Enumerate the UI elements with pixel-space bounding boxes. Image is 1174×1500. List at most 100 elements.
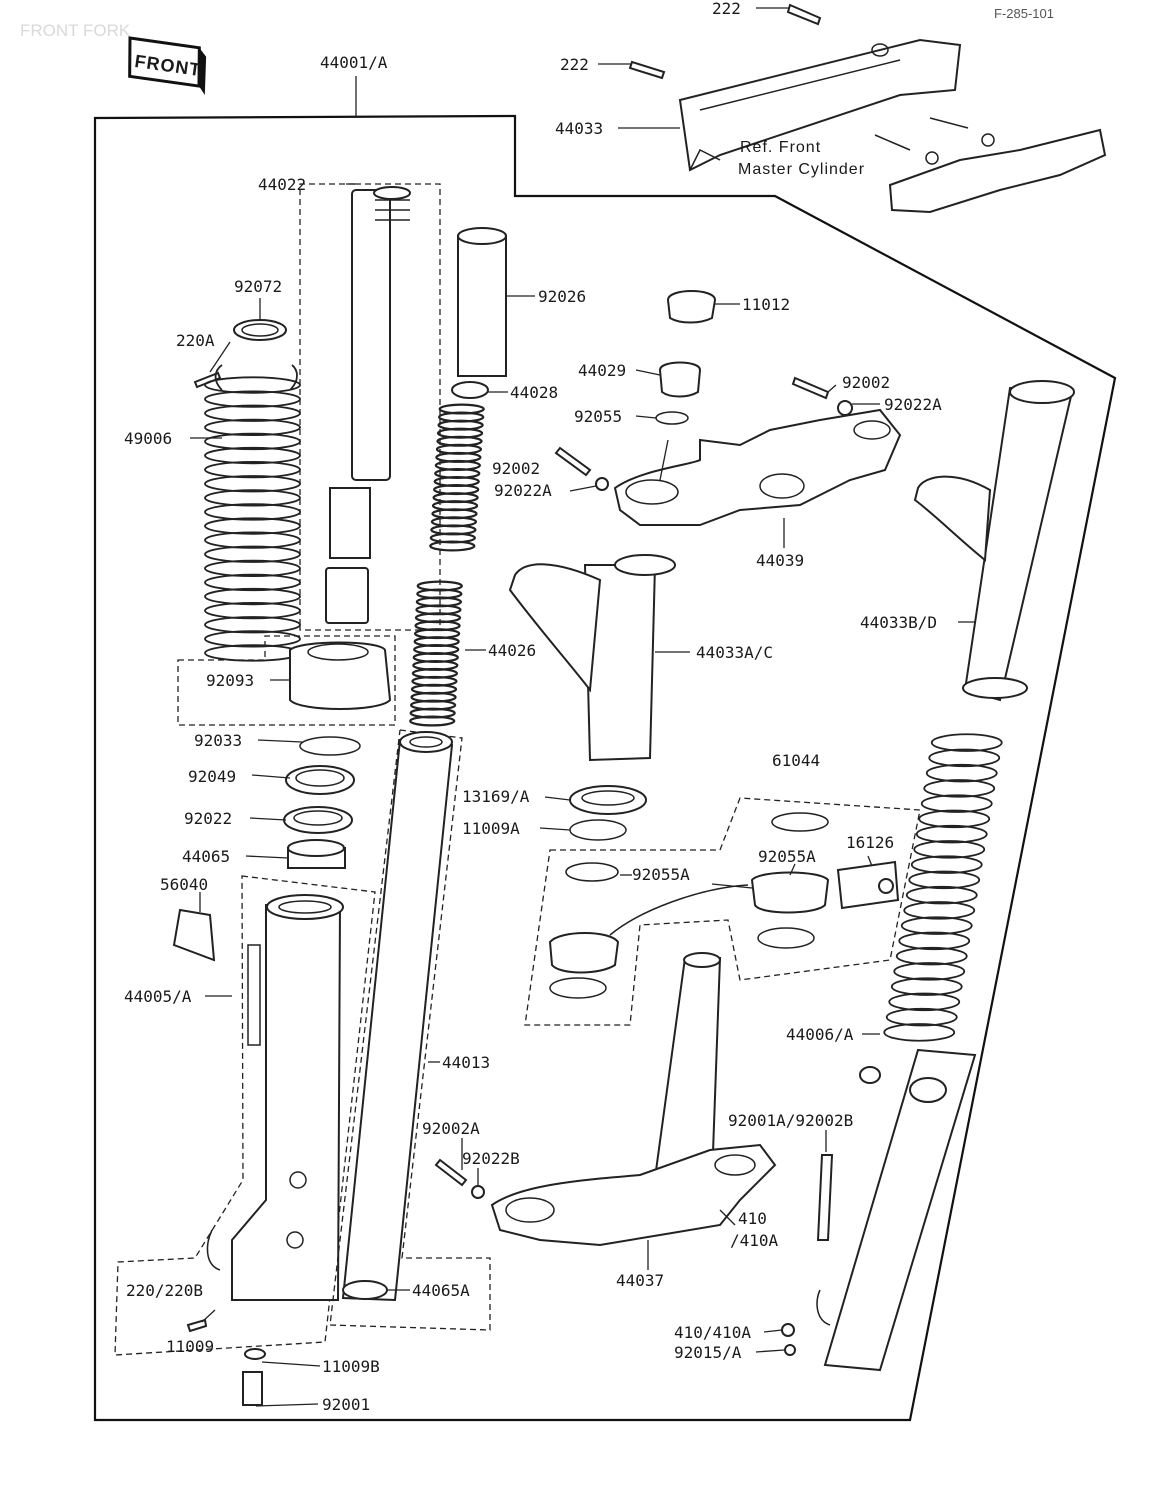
coil-turn [204, 644, 301, 662]
page-code: F-285-101 [994, 6, 1054, 21]
label-44029: 44029 [578, 361, 626, 380]
label-92022a-top: 92022A [884, 395, 942, 414]
bolt-222-top [786, 3, 822, 26]
label-11009b: 11009B [322, 1357, 380, 1376]
sensor-16126 [836, 860, 900, 910]
coil-turn [204, 531, 301, 549]
coil-turn [898, 931, 971, 951]
coil-turn [883, 1023, 956, 1042]
inner-tube-44013 [341, 731, 454, 1302]
spring-upper-44026 [429, 403, 485, 552]
ref-note-line1: Ref. Front [740, 139, 821, 156]
coil-turn [918, 809, 991, 829]
right-fork-tube-44033bd [913, 380, 1075, 702]
coil-turn [204, 460, 301, 479]
label-410-410a: 410/410A [674, 1323, 751, 1342]
label-44005: 44005/A [124, 987, 192, 1006]
label-92001a: 92001A/92002B [728, 1111, 853, 1130]
label-222-top: 222 [712, 0, 741, 18]
handlebar-bracket-44033 [678, 38, 962, 172]
label-410a: /410A [730, 1231, 779, 1250]
label-92022: 92022 [184, 809, 232, 828]
ring-11009a [569, 819, 627, 841]
spring-lower-44026 [409, 580, 463, 727]
label-44026: 44026 [488, 641, 536, 660]
ref-note-line2: Master Cylinder [738, 161, 865, 178]
coil-turn [204, 587, 301, 606]
label-92033: 92033 [194, 731, 242, 750]
coil-turn [888, 992, 961, 1012]
coil-turn [890, 977, 963, 996]
washer-92022b [471, 1185, 485, 1199]
label-92055a-right: 92055A [758, 847, 816, 866]
o-ring-92055 [655, 411, 689, 425]
coil-turn [893, 962, 966, 981]
coil-turn [204, 432, 301, 451]
coil-turn [930, 733, 1003, 752]
coil-turn [204, 376, 301, 394]
washer-92022a-mid [595, 477, 609, 491]
bolt-92002a [434, 1158, 468, 1187]
label-44065a: 44065A [412, 1281, 470, 1300]
coil-turn [204, 404, 301, 422]
coil-turn [204, 446, 301, 465]
coil-turn [204, 573, 301, 592]
label-11009a: 11009A [462, 819, 520, 838]
gasket-11009b [244, 1348, 266, 1360]
label-92055a-left: 92055A [632, 865, 690, 884]
coil-turn [915, 824, 988, 844]
label-92055: 92055 [574, 407, 622, 426]
bushing-44065a [342, 1280, 388, 1300]
coil-turn [204, 616, 301, 634]
bolt-92001 [242, 1371, 263, 1406]
washer-92015 [784, 1344, 796, 1356]
coil-turn [903, 901, 976, 920]
coil-turn [923, 779, 996, 798]
coil-turn [204, 517, 301, 535]
screw-220a [193, 371, 222, 389]
label-92015: 92015/A [674, 1343, 742, 1362]
coil-turn [429, 540, 476, 552]
label-92001: 92001 [322, 1395, 370, 1414]
label-92093: 92093 [206, 671, 254, 690]
label-44001: 44001/A [320, 53, 388, 72]
cap-11012 [666, 290, 717, 324]
washer-92049 [285, 765, 355, 795]
washer-92022a-top [837, 400, 853, 416]
seal-13169 [569, 785, 647, 815]
coil-turn [409, 715, 456, 727]
ring-92022 [283, 806, 353, 834]
label-44013: 44013 [442, 1053, 490, 1072]
label-44006: 44006/A [786, 1025, 854, 1044]
label-92002-top: 92002 [842, 373, 890, 392]
coil-turn [913, 840, 986, 859]
coil-turn [910, 855, 983, 874]
label-92049: 92049 [188, 767, 236, 786]
label-92002a: 92002A [422, 1119, 480, 1138]
clip-92033 [299, 736, 361, 756]
watermark-text: FRONT FORK [20, 21, 131, 40]
coil-turn [204, 503, 301, 521]
label-44033ac: 44033A/C [696, 643, 773, 662]
coil-turn [204, 489, 301, 507]
right-dust-boot [883, 733, 1003, 1042]
label-44039: 44039 [756, 551, 804, 570]
label-92072: 92072 [234, 277, 282, 296]
headlight-bracket-44033ac [508, 554, 676, 762]
coil-turn [905, 885, 978, 905]
spacer-92026 [457, 227, 507, 377]
label-44033: 44033 [555, 119, 603, 138]
label-44028: 44028 [510, 383, 558, 402]
label-56040: 56040 [160, 875, 208, 894]
coil-turn [885, 1007, 958, 1027]
label-220a: 220A [176, 331, 215, 350]
coil-turn [928, 748, 1001, 768]
label-222-mid: 222 [560, 55, 589, 74]
label-13169: 13169/A [462, 787, 530, 806]
coil-turn [925, 763, 998, 783]
lower-bracket-44037 [490, 952, 777, 1247]
bushing-44065 [287, 839, 346, 869]
label-16126: 16126 [846, 833, 894, 852]
bolt-222-mid [628, 60, 666, 80]
